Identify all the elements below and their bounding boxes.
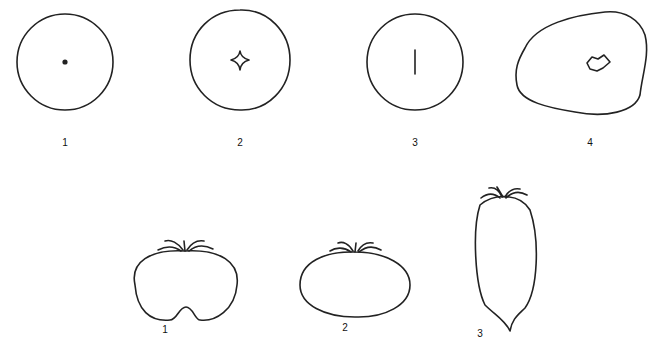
figure-number: 1: [162, 325, 168, 335]
figure-number: 3: [412, 138, 418, 148]
fruit-outline: [300, 252, 410, 317]
figure-number: 2: [237, 138, 243, 148]
figure-number: 1: [62, 138, 68, 148]
scar-irregular: [587, 55, 610, 71]
calyx: [481, 187, 527, 198]
figure-number: 2: [342, 323, 348, 333]
scar-dot: [63, 60, 67, 64]
cross-section-outline: [190, 10, 290, 110]
calyx: [158, 240, 213, 251]
scar-line: [414, 50, 416, 74]
scar-star: [231, 51, 249, 70]
cross-section-outline: [367, 14, 463, 110]
cross-section-outline: [17, 14, 113, 110]
fruit-outline: [475, 197, 536, 331]
cross-section-outline: [516, 12, 647, 115]
calyx: [330, 242, 381, 252]
fruit-outline: [134, 251, 237, 320]
figure-number: 4: [587, 138, 593, 148]
figure-number: 3: [477, 329, 483, 339]
